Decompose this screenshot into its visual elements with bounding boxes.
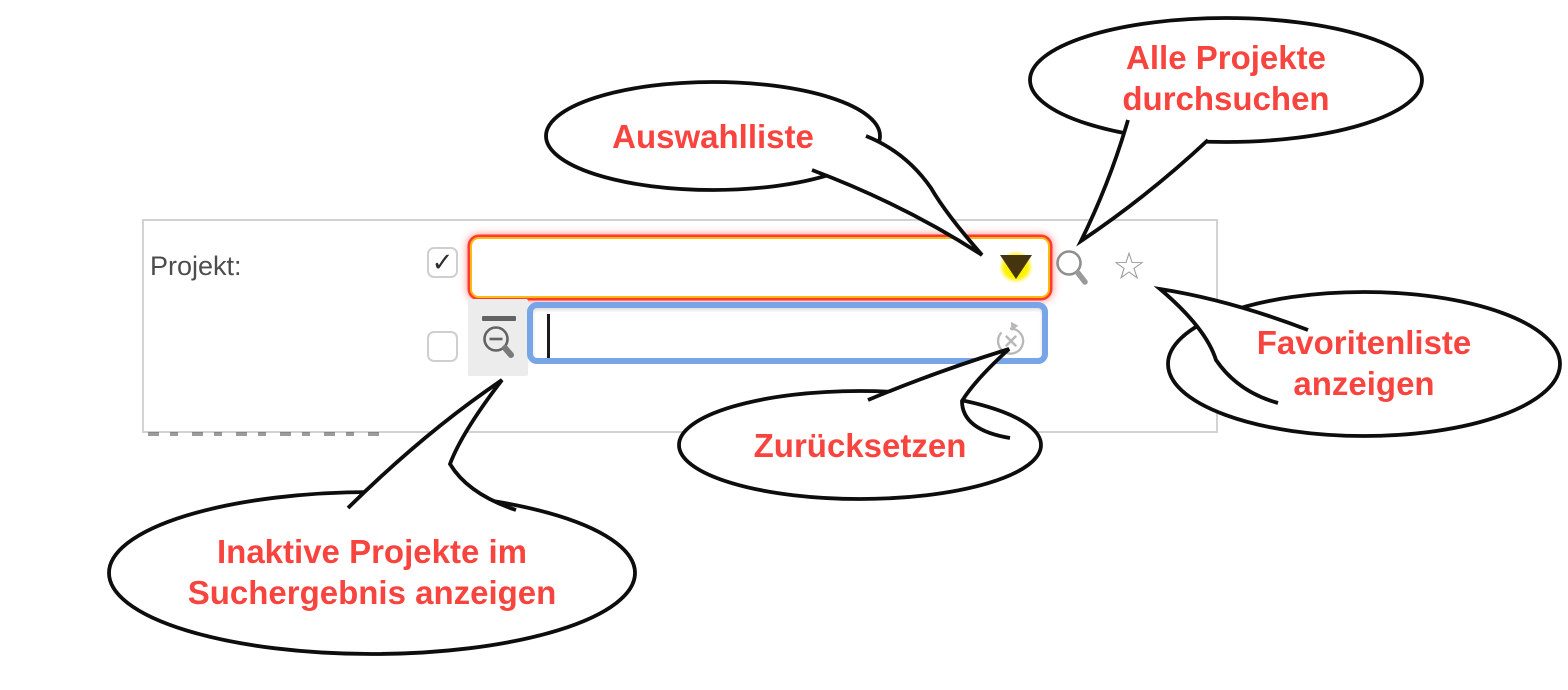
project-enabled-checkbox[interactable]: ✓: [427, 247, 458, 278]
callout-alle-projekte-label: Alle Projekte durchsuchen: [1122, 39, 1330, 117]
project-search-input[interactable]: [533, 308, 1042, 358]
text-caret: [547, 314, 550, 358]
inactive-search-icon: [482, 316, 516, 358]
show-inactive-projects-button[interactable]: [468, 299, 528, 376]
dropdown-arrow-button[interactable]: [994, 246, 1038, 288]
callout-auswahlliste-bubble: [544, 80, 882, 192]
chevron-down-icon: [1000, 255, 1032, 279]
inactive-projects-checkbox[interactable]: [427, 331, 458, 362]
callout-auswahlliste-label: Auswahlliste: [612, 118, 814, 155]
project-search-container: [527, 302, 1048, 364]
reset-icon: [996, 321, 1025, 355]
reset-button[interactable]: [992, 320, 1030, 358]
project-label: Projekt:: [150, 251, 242, 281]
favorites-star-icon[interactable]: ☆: [1112, 246, 1147, 288]
callout-favoritenliste-bubble: [1166, 290, 1562, 438]
checkmark-icon: ✓: [431, 246, 454, 277]
callout-inaktive-bubble: [107, 490, 637, 656]
callout-alle-projekte-bubble: [1028, 16, 1424, 144]
callout-inaktive-label: Inaktive Projekte im Suchergebnis anzeig…: [187, 533, 557, 611]
callout-favoritenliste-label: Favoritenliste anzeigen: [1256, 324, 1472, 402]
search-all-projects-button[interactable]: [1052, 246, 1092, 292]
project-dropdown[interactable]: [470, 237, 1050, 298]
magnifier-icon: [1056, 250, 1088, 285]
clipped-text-artifact: [148, 432, 386, 436]
